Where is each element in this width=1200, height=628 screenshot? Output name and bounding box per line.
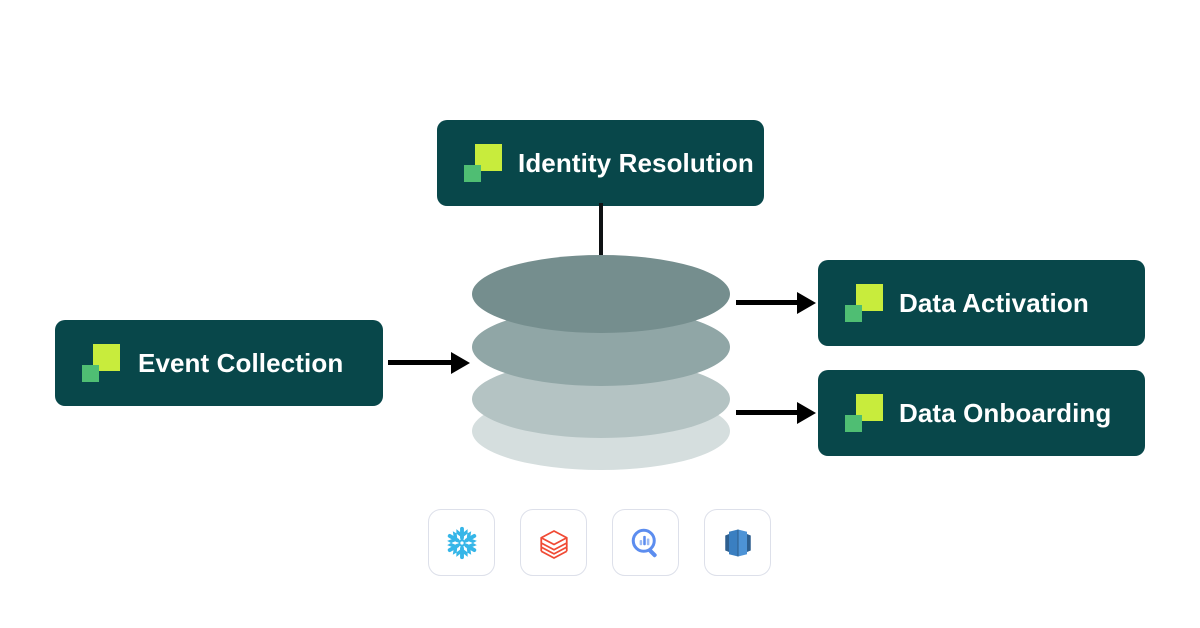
integration-chip-databricks[interactable] (520, 509, 587, 576)
arrow-warehouse-to-data-activation (736, 292, 816, 314)
brand-squares-icon (464, 144, 502, 182)
node-label-event-collection: Event Collection (138, 348, 344, 378)
brand-squares-icon (845, 394, 883, 432)
brand-squares-icon (82, 344, 120, 382)
arrow-warehouse-to-data-onboarding (736, 402, 816, 424)
snowflake-icon (444, 525, 480, 561)
data-warehouse-stack-icon (472, 255, 730, 470)
connector-identity-resolution-to-warehouse (599, 203, 603, 265)
warehouse-layer-1 (472, 255, 730, 333)
node-identity-resolution[interactable]: Identity Resolution (437, 120, 764, 206)
node-label-data-activation: Data Activation (899, 288, 1089, 318)
node-label-data-onboarding: Data Onboarding (899, 398, 1112, 428)
integration-chip-snowflake[interactable] (428, 509, 495, 576)
integration-chip-row (428, 509, 771, 576)
integration-chip-redshift[interactable] (704, 509, 771, 576)
redshift-cylinder-icon (720, 525, 756, 561)
bigquery-magnifier-icon (628, 525, 664, 561)
arrow-event-collection-to-warehouse (388, 352, 470, 374)
node-label-identity-resolution: Identity Resolution (518, 148, 754, 178)
brand-squares-icon (845, 284, 883, 322)
databricks-layers-icon (536, 525, 572, 561)
node-data-onboarding[interactable]: Data Onboarding (818, 370, 1145, 456)
node-event-collection[interactable]: Event Collection (55, 320, 383, 406)
node-data-activation[interactable]: Data Activation (818, 260, 1145, 346)
integration-chip-bigquery[interactable] (612, 509, 679, 576)
